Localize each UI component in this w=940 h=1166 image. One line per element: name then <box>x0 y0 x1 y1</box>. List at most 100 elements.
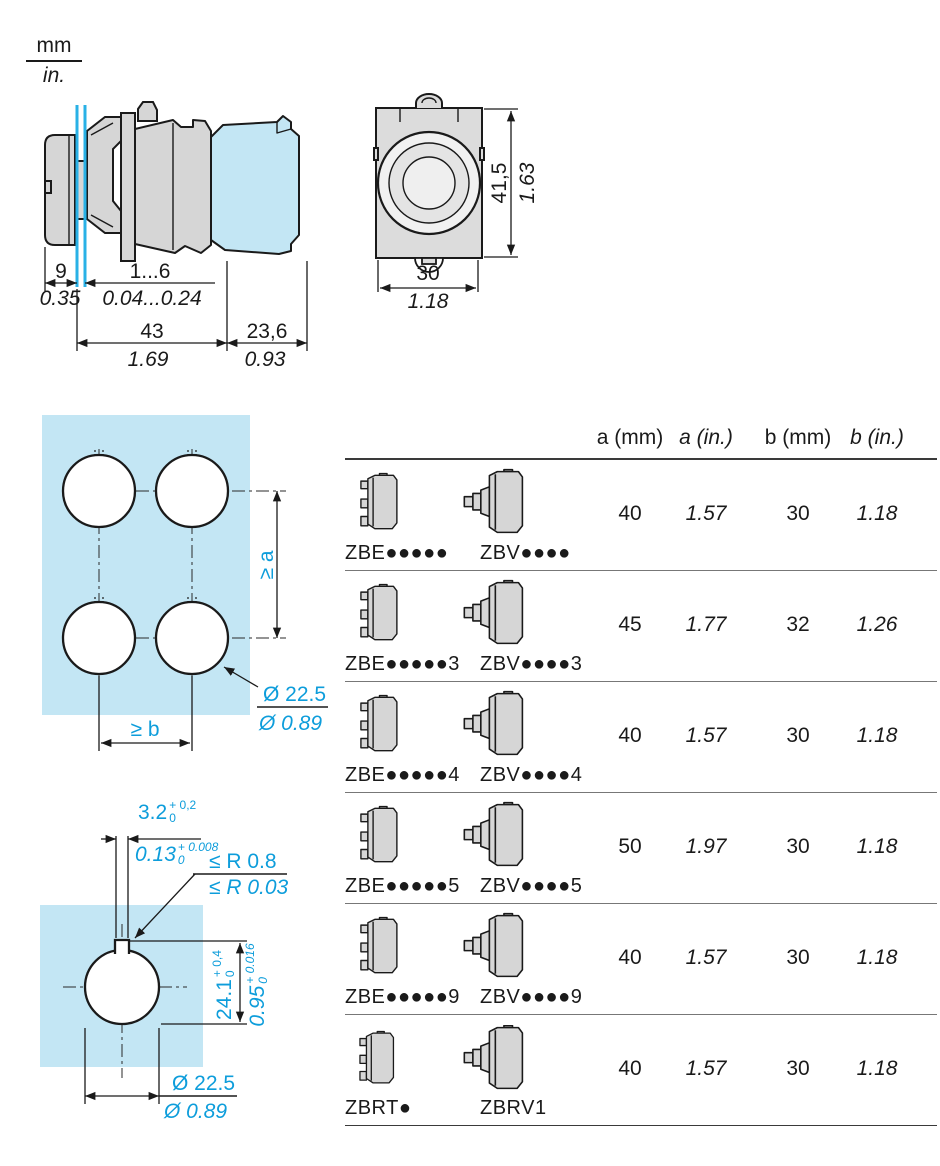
col-header-a-mm: a (mm) <box>596 426 664 449</box>
product-ref-right: ZBRV1 <box>480 1097 547 1119</box>
value-a-in: 1.77 <box>685 613 727 636</box>
unit-metric-label: mm <box>36 34 72 57</box>
table-row: ZBE●●●●●4 ZBV●●●●4 40 1.57 30 1.18 <box>345 682 937 793</box>
product-ref-right: ZBV●●●●4 <box>480 764 583 786</box>
contact-block-zbe-image <box>360 805 398 863</box>
dim-cap-depth-mm: 9 <box>55 260 67 283</box>
value-a-in: 1.97 <box>685 835 727 858</box>
multi-cutout-dimension-lines <box>98 491 328 751</box>
switch-body <box>134 119 212 254</box>
dimensions-table: a (mm) a (in.) b (mm) b (in.) ZBE●●●●● Z… <box>345 418 937 1126</box>
panel-section-lines <box>75 105 87 287</box>
contact-block-zbe-image <box>360 694 398 752</box>
value-a-mm: 40 <box>618 724 642 747</box>
front-button-circles <box>376 130 482 236</box>
table-row: ZBRT● ZBRV1 40 1.57 30 1.18 <box>345 1015 937 1126</box>
dim-front-width-in: 1.18 <box>408 290 449 313</box>
product-ref-right: ZBV●●●●3 <box>480 653 583 675</box>
value-a-in: 1.57 <box>685 724 727 747</box>
front-view-drawing: 41,5 1.63 30 1.18 <box>373 93 539 313</box>
value-b-in: 1.18 <box>856 502 898 525</box>
dim-hole-dia-mm: Ø 22.5 <box>263 683 326 706</box>
product-ref-right: ZBV●●●●5 <box>480 875 583 897</box>
unit-divider <box>26 60 82 63</box>
value-a-mm: 40 <box>618 1057 642 1080</box>
contact-block-zbv-image <box>463 579 524 645</box>
table-header-row: a (mm) a (in.) b (mm) b (in.) <box>345 418 937 460</box>
dim-detail-dia-mm: Ø 22.5 <box>172 1072 235 1095</box>
unit-legend: mm in. <box>26 34 82 87</box>
value-a-mm: 40 <box>618 946 642 969</box>
value-b-mm: 30 <box>786 502 810 525</box>
dim-spacing-b-label: ≥ b <box>130 718 159 741</box>
contact-block-zbe-image <box>360 583 398 641</box>
dim-block-depth-mm: 23,6 <box>247 320 288 343</box>
dim-front-height-in: 1.63 <box>516 162 539 203</box>
contact-block-zbe-image <box>360 472 398 530</box>
product-ref-left: ZBE●●●●●9 <box>345 986 460 1008</box>
hole-notch-marks <box>94 450 197 605</box>
value-b-in: 1.26 <box>856 613 898 636</box>
value-a-mm: 40 <box>618 502 642 525</box>
product-ref-right: ZBV●●●● <box>480 542 571 564</box>
value-a-in: 1.57 <box>685 502 727 525</box>
front-bottom-notch <box>414 257 444 273</box>
product-ref-left: ZBE●●●●● <box>345 542 449 564</box>
value-a-in: 1.57 <box>685 1057 727 1080</box>
value-b-mm: 30 <box>786 1057 810 1080</box>
table-row: ZBE●●●●●5 ZBV●●●●5 50 1.97 30 1.18 <box>345 793 937 904</box>
dim-hole-dia-in: Ø 0.89 <box>258 712 322 735</box>
value-b-in: 1.18 <box>856 724 898 747</box>
unit-imperial-label: in. <box>42 64 66 88</box>
detail-cutout-drawing: ≤ R 0.8 ≤ R 0.03 Ø 22.5 Ø 0.89 <box>40 834 289 1123</box>
dim-front-width-mm: 30 <box>416 262 439 285</box>
dim-body-depth-mm: 43 <box>140 320 163 343</box>
dim-radius-in: ≤ R 0.03 <box>209 876 289 899</box>
value-b-in: 1.18 <box>856 835 898 858</box>
dim-spacing-a-label: ≥ a <box>255 550 278 579</box>
dim-block-depth-in: 0.93 <box>245 348 286 371</box>
contact-block-zbv-image <box>463 801 524 867</box>
contact-block-zbv-image <box>463 468 524 534</box>
product-ref-left: ZBRT● <box>345 1097 412 1119</box>
dim-panel-thickness-mm: 1...6 <box>130 260 171 283</box>
dim-front-height-mm: 41,5 <box>488 163 511 204</box>
value-b-mm: 30 <box>786 835 810 858</box>
side-view-drawing: 9 0.35 1...6 0.04...0.24 43 1.69 23,6 0.… <box>40 101 308 371</box>
dim-cap-depth-in: 0.35 <box>40 287 81 310</box>
multi-cutout-drawing: ≥ a ≥ b Ø 22.5 Ø 0.89 <box>42 415 328 751</box>
value-b-mm: 32 <box>786 613 810 636</box>
contact-block-zbv-image <box>463 690 524 756</box>
table-row: ZBE●●●●●9 ZBV●●●●9 40 1.57 30 1.18 <box>345 904 937 1015</box>
dim-radius-mm: ≤ R 0.8 <box>209 850 277 873</box>
panel-surface <box>42 415 250 715</box>
cutout-holes <box>61 453 230 676</box>
value-a-in: 1.57 <box>685 946 727 969</box>
value-a-mm: 50 <box>618 835 642 858</box>
contact-block-zbrv-image <box>463 1025 524 1090</box>
front-view-dimension-lines <box>377 108 518 293</box>
value-b-in: 1.18 <box>856 1057 898 1080</box>
product-ref-left: ZBE●●●●●3 <box>345 653 460 675</box>
product-ref-left: ZBE●●●●●4 <box>345 764 460 786</box>
detail-dimension-lines <box>84 834 287 1104</box>
cutout-hole-detail <box>83 948 161 1026</box>
table-row: ZBE●●●●● ZBV●●●● 40 1.57 30 1.18 <box>345 460 937 571</box>
product-ref-right: ZBV●●●●9 <box>480 986 583 1008</box>
contact-block-zbe-image <box>360 916 398 974</box>
contact-block-zbv-image <box>463 912 524 978</box>
value-b-mm: 30 <box>786 946 810 969</box>
contact-block-blue <box>210 115 300 255</box>
button-cap <box>44 134 88 246</box>
value-b-mm: 30 <box>786 724 810 747</box>
mounting-collar <box>86 116 122 234</box>
contact-block-zbrt-image <box>359 1030 395 1084</box>
value-a-mm: 45 <box>618 613 642 636</box>
col-header-b-mm: b (mm) <box>764 426 832 449</box>
dim-panel-thickness-in: 0.04...0.24 <box>102 287 201 310</box>
value-b-in: 1.18 <box>856 946 898 969</box>
